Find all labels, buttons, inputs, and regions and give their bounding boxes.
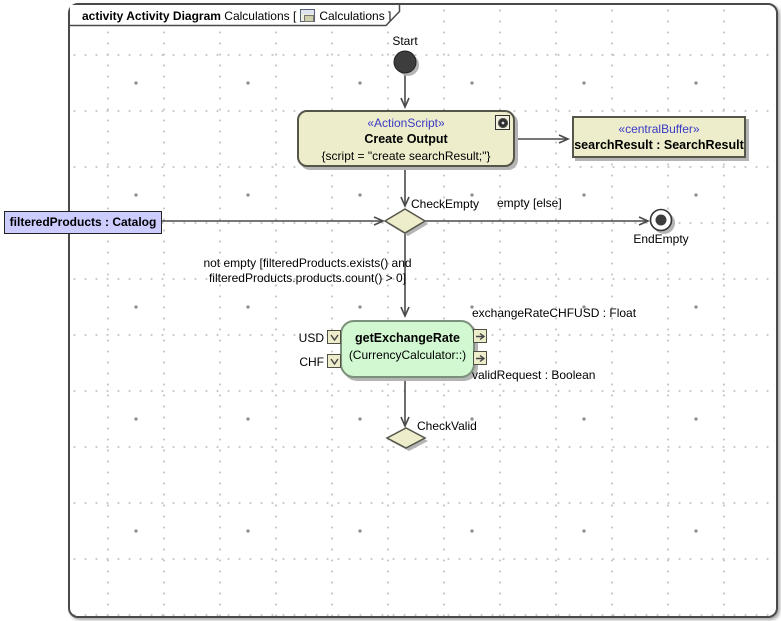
activity-diagram-icon xyxy=(300,9,316,22)
pin-exchange-rate[interactable] xyxy=(473,329,487,343)
chevron-down-icon xyxy=(329,334,339,341)
pin-chf-label[interactable]: CHF xyxy=(299,355,324,369)
not-empty-guard-line2: filteredProducts.products.count() > 0] xyxy=(208,271,407,285)
create-output-action[interactable]: «ActionScript» Create Output {script = "… xyxy=(297,110,515,167)
get-exchange-rate-name: getExchangeRate xyxy=(355,331,460,345)
diagram-ref-label: Calculations ] xyxy=(319,8,392,23)
central-buffer-name: searchResult : SearchResult xyxy=(574,138,744,152)
pin-chf[interactable] xyxy=(327,354,341,368)
pin-valid-request[interactable] xyxy=(473,351,487,365)
check-valid-label[interactable]: CheckValid xyxy=(417,419,477,433)
check-empty-label[interactable]: CheckEmpty xyxy=(411,197,480,211)
pin-valid-request-label[interactable]: validRequest : Boolean xyxy=(472,368,596,382)
create-output-name: Create Output xyxy=(364,132,448,146)
create-output-script: {script = "create searchResult;"} xyxy=(321,149,491,163)
behavior-icon xyxy=(495,115,510,130)
end-empty-label[interactable]: EndEmpty xyxy=(633,232,689,246)
not-empty-guard-label[interactable]: not empty [filteredProducts.exists() and… xyxy=(170,256,445,286)
diagram-name-label: Calculations [ xyxy=(220,8,297,23)
diagram-title-tab[interactable]: activity Activity Diagram Calculations [… xyxy=(70,5,400,26)
not-empty-guard-line1: not empty [filteredProducts.exists() and xyxy=(203,256,412,270)
check-empty-decision[interactable] xyxy=(383,208,427,234)
central-buffer-stereotype: «centralBuffer» xyxy=(618,122,700,136)
get-exchange-rate-action[interactable]: getExchangeRate (CurrencyCalculator::) xyxy=(340,320,475,378)
pin-usd[interactable] xyxy=(327,330,341,344)
start-node[interactable] xyxy=(393,50,417,74)
central-buffer-node[interactable]: «centralBuffer» searchResult : SearchRes… xyxy=(572,116,746,158)
end-empty-node-core xyxy=(655,214,667,226)
title-tab-border xyxy=(70,5,401,27)
filtered-products-node[interactable]: filteredProducts : Catalog xyxy=(4,211,162,234)
pin-exchange-rate-label[interactable]: exchangeRateCHFUSD : Float xyxy=(472,306,637,320)
chevron-down-icon xyxy=(329,358,339,365)
diagram-kind-label: activity Activity Diagram xyxy=(82,8,221,23)
create-output-stereotype: «ActionScript» xyxy=(367,116,445,130)
diagram-frame xyxy=(68,3,778,618)
start-label[interactable]: Start xyxy=(392,34,418,48)
get-exchange-rate-qualifier: (CurrencyCalculator::) xyxy=(348,348,467,362)
empty-guard-label[interactable]: empty [else] xyxy=(497,196,562,210)
arrow-right-icon xyxy=(475,332,485,340)
check-valid-decision[interactable] xyxy=(385,427,427,449)
pin-usd-label[interactable]: USD xyxy=(298,331,324,345)
arrow-right-icon xyxy=(475,354,485,362)
